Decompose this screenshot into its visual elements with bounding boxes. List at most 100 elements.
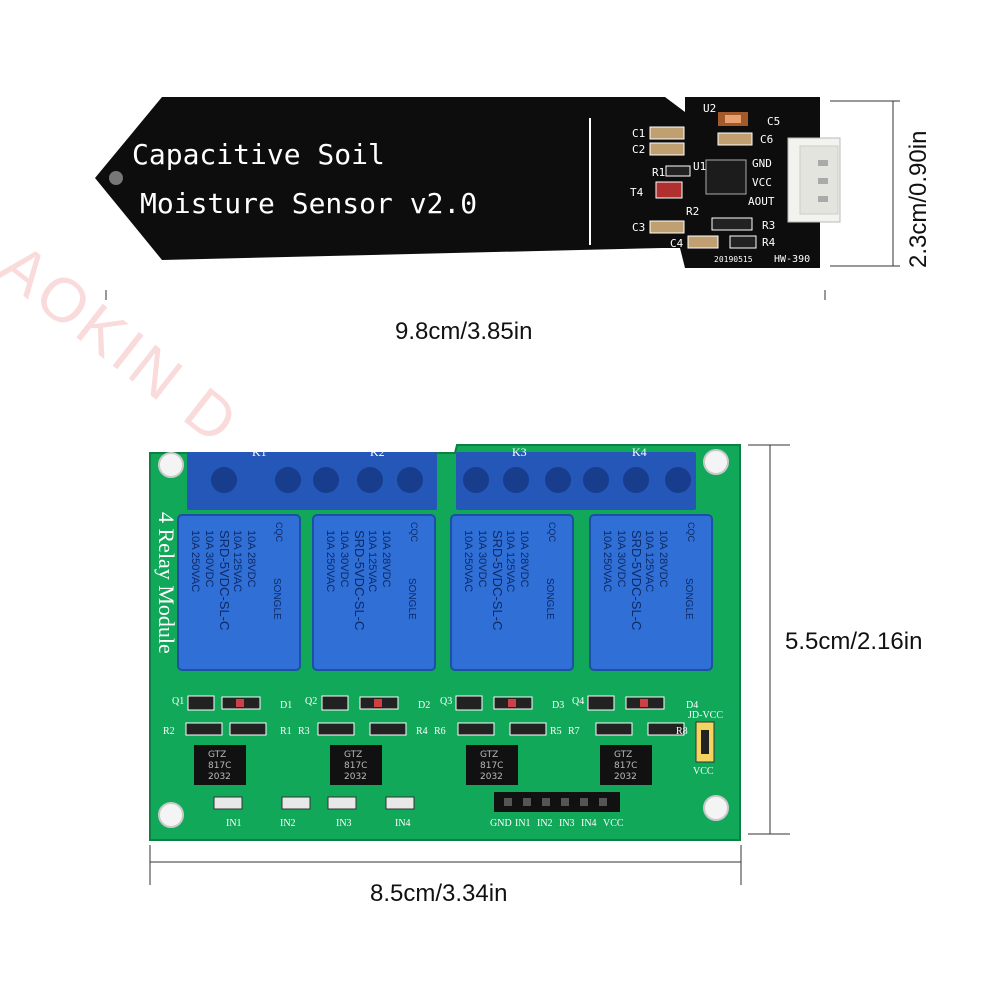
jumper-label-bottom: VCC (693, 766, 714, 777)
optocoupler-text: GTZ (614, 750, 632, 760)
optocoupler-text: 2032 (208, 772, 231, 782)
relay-text-line3: 10A 125VAC (366, 530, 378, 592)
header-pin-vcc: VCC (603, 818, 624, 829)
header-pin-in4: IN4 (581, 818, 597, 829)
diode-d3: D3 (552, 700, 564, 711)
header-pin-gnd: GND (490, 818, 512, 829)
relay-label-k4: K4 (632, 445, 647, 459)
diode-d4: D4 (686, 700, 698, 711)
label-c2: C2 (632, 143, 645, 156)
optocoupler-text: 817C (208, 761, 231, 771)
sensor-length-label: 9.8cm/3.85in (395, 318, 533, 345)
relay-text-line2: 10A 30VDC (203, 530, 215, 588)
relay-model-text: SRD-5VDC-SL-C (629, 530, 644, 630)
relay-width-label: 8.5cm/3.34in (370, 880, 508, 907)
relay-label-k2: K2 (370, 445, 385, 459)
optocoupler-text: 2032 (344, 772, 367, 782)
relay-text-line2: 10A 30VDC (615, 530, 627, 588)
optocoupler-text: GTZ (480, 750, 498, 760)
relay-cqc-mark: CQC (274, 522, 284, 543)
pin-gnd-label: GND (752, 157, 772, 170)
header-pin-in3: IN3 (559, 818, 575, 829)
relay-text-line4: 10A 28VDC (657, 530, 669, 588)
relay-text-line2: 10A 30VDC (476, 530, 488, 588)
relay-label-k1: K1 (252, 445, 267, 459)
relay-text-line1: 10A 250VAC (189, 530, 201, 592)
pin-vcc-label: VCC (752, 176, 772, 189)
jumper (695, 721, 715, 763)
relay-cqc-mark: CQC (686, 522, 696, 543)
relay-label-k3: K3 (512, 445, 527, 459)
relay-model-text: SRD-5VDC-SL-C (352, 530, 367, 630)
relay-model-text: SRD-5VDC-SL-C (217, 530, 232, 630)
optocoupler-text: GTZ (208, 750, 226, 760)
label-c3: C3 (632, 221, 645, 234)
resistor-r1: R1 (280, 726, 292, 737)
relay-text-line3: 10A 125VAC (504, 530, 516, 592)
label-r1: R1 (652, 166, 665, 179)
input-label-in1: IN1 (226, 818, 242, 829)
label-c6: C6 (760, 133, 773, 146)
relay-text-line1: 10A 250VAC (601, 530, 613, 592)
relay-text-line1: 10A 250VAC (324, 530, 336, 592)
relay-brand: SONGLE (271, 578, 282, 620)
resistor-r3: R3 (298, 726, 310, 737)
optocouplers: GTZ817C2032GTZ817C2032GTZ817C2032GTZ817C… (194, 745, 652, 785)
relay-cqc-mark: CQC (409, 522, 419, 543)
transistor-q2: Q2 (305, 696, 317, 707)
label-c5: C5 (767, 115, 780, 128)
label-r4: R4 (762, 236, 776, 249)
optocoupler-text: 2032 (614, 772, 637, 782)
pin-aout-label: AOUT (748, 195, 775, 208)
label-c4: C4 (670, 237, 684, 250)
diode-d1: D1 (280, 700, 292, 711)
resistor-r7: R7 (568, 726, 580, 737)
label-u1: U1 (693, 160, 706, 173)
relay-height-label: 5.5cm/2.16in (785, 628, 923, 655)
diode-d2: D2 (418, 700, 430, 711)
sensor-dimension-lines (105, 100, 900, 300)
label-u2: U2 (703, 102, 716, 115)
relay-text-line4: 10A 28VDC (518, 530, 530, 588)
relay-dimension-lines (149, 444, 790, 885)
terminal-blocks (187, 452, 696, 510)
relay-text-line2: 10A 30VDC (338, 530, 350, 588)
relay-text-line4: 10A 28VDC (380, 530, 392, 588)
input-leds (213, 796, 415, 810)
sensor-title-line2: Moisture Sensor v2.0 (140, 187, 477, 220)
optocoupler-text: 817C (344, 761, 367, 771)
resistor-r8: R8 (676, 726, 688, 737)
board-title: 4 Relay Module (154, 512, 179, 654)
relay-text-line3: 10A 125VAC (231, 530, 243, 592)
relay-brand: SONGLE (406, 578, 417, 620)
relay-cqc-mark: CQC (547, 522, 557, 543)
resistor-r4: R4 (416, 726, 428, 737)
header-pins (494, 792, 620, 812)
resistor-r2: R2 (163, 726, 175, 737)
transistor-q3: Q3 (440, 696, 452, 707)
optocoupler-text: 817C (480, 761, 503, 771)
label-t4: T4 (630, 186, 644, 199)
mounting-holes (158, 449, 729, 828)
optocoupler-text: 817C (614, 761, 637, 771)
transistor-q1: Q1 (172, 696, 184, 707)
optocoupler-text: 2032 (480, 772, 503, 782)
resistor-r5: R5 (550, 726, 562, 737)
input-label-in3: IN3 (336, 818, 352, 829)
sensor-connector (787, 137, 841, 223)
label-c1: C1 (632, 127, 645, 140)
input-label-in4: IN4 (395, 818, 411, 829)
relay-text-line1: 10A 250VAC (462, 530, 474, 592)
relay-brand: SONGLE (544, 578, 555, 620)
model-label: HW-390 (774, 254, 810, 265)
label-r3: R3 (762, 219, 775, 232)
resistor-r6: R6 (434, 726, 446, 737)
sensor-title-line1: Capacitive Soil (132, 138, 385, 171)
